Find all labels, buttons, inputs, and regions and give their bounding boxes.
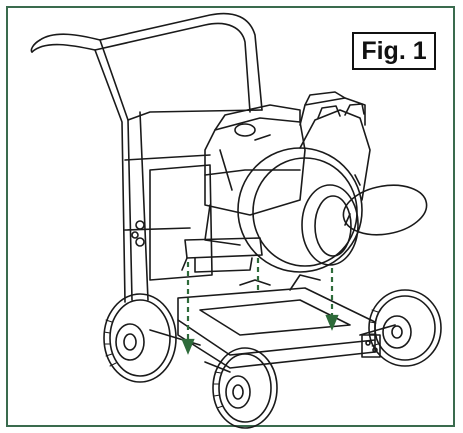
wheel-rear-right (368, 289, 442, 367)
arrow-down-icon (181, 262, 195, 355)
deck-base (177, 274, 376, 369)
guide-arrows (181, 258, 339, 355)
tire-treads (103, 309, 379, 409)
figure-label: Fig. 1 (352, 32, 436, 70)
arrow-down-icon (325, 268, 339, 331)
handle-frame (30, 12, 263, 303)
axle-hardware (361, 334, 381, 358)
wheel-rear-left (103, 293, 177, 383)
blower-housing (237, 91, 428, 273)
wheel-front-left (212, 347, 278, 429)
engine-mount-bracket (181, 237, 263, 273)
